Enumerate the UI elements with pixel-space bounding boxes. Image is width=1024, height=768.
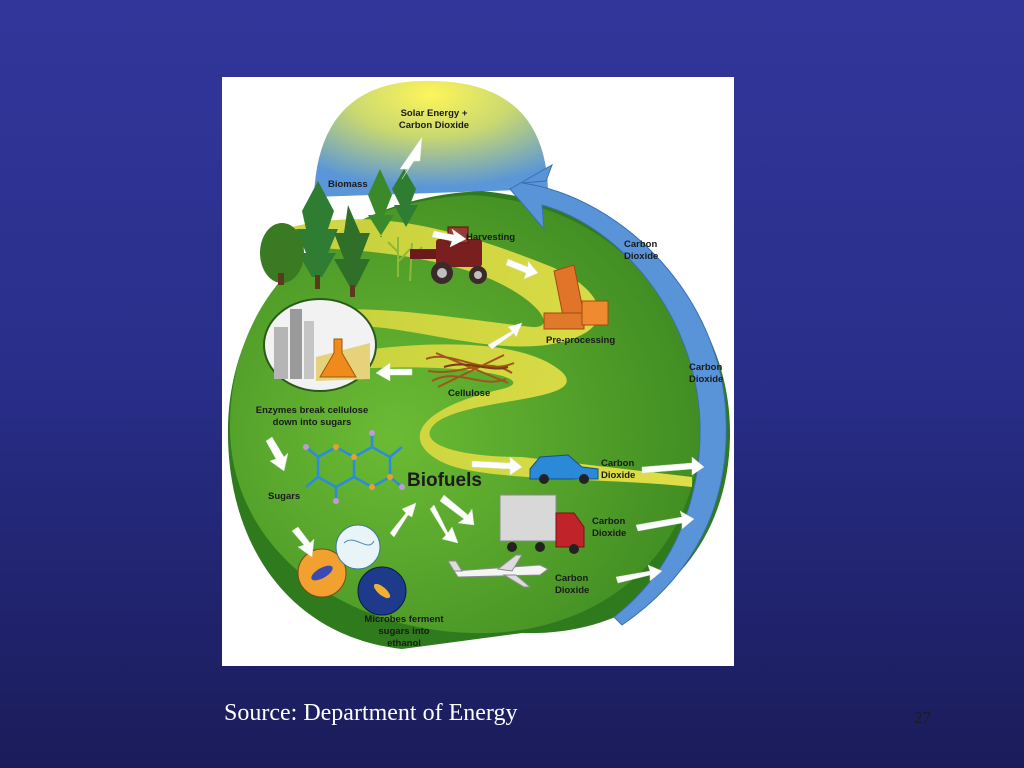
label-co2-truck-line1: Carbon: [592, 516, 626, 527]
winding-path: [275, 219, 692, 487]
label-solar-energy-line2: Carbon Dioxide: [398, 120, 470, 131]
label-solar-energy: Solar Energy + Carbon Dioxide: [382, 108, 486, 132]
diagram-artwork: [227, 80, 731, 649]
cellulose-fibers-icon: [425, 352, 515, 388]
label-enzymes-line2: down into sugars: [272, 417, 352, 428]
co2-return-arrow: [509, 163, 727, 626]
label-co2-truck: Carbon Dioxide: [592, 516, 626, 540]
label-sugars: Sugars: [268, 491, 301, 502]
label-co2-car-line1: Carbon: [601, 458, 635, 469]
source-citation: Source: Department of Energy: [224, 700, 518, 726]
truck-icon: [499, 494, 585, 554]
label-co2-loop-top-line1: Carbon: [624, 239, 658, 250]
process-arrows: [265, 136, 705, 584]
label-microbes-line1: Microbes ferment: [364, 614, 444, 625]
label-cellulose: Cellulose: [448, 388, 491, 399]
label-co2-loop-top: Carbon Dioxide: [624, 239, 658, 263]
label-microbes-line3: ethanol: [387, 638, 421, 649]
sugar-atoms-icon: [333, 444, 393, 490]
label-co2-plane: Carbon Dioxide: [555, 573, 589, 597]
microbes-icon: [297, 524, 407, 616]
label-enzymes: Enzymes break cellulose down into sugars: [242, 405, 382, 429]
label-biomass: Biomass: [328, 179, 368, 190]
label-enzymes-line1: Enzymes break cellulose: [255, 405, 369, 416]
label-co2-car-line2: Dioxide: [601, 470, 636, 481]
label-microbes-line2: sugars into: [378, 626, 430, 637]
label-co2-loop-mid-line1: Carbon: [689, 362, 723, 373]
label-co2-plane-line1: Carbon: [555, 573, 589, 584]
label-biofuels: Biofuels: [407, 470, 482, 491]
label-co2-car: Carbon Dioxide: [601, 458, 635, 482]
preprocessing-machine-icon: [543, 264, 609, 330]
label-preprocessing: Pre-processing: [546, 335, 616, 346]
biofuel-cycle-diagram: Solar Energy + Carbon Dioxide Biomass Ha…: [222, 77, 734, 666]
label-co2-loop-mid: Carbon Dioxide: [689, 362, 723, 386]
car-icon: [529, 454, 599, 484]
label-co2-loop-mid-line2: Dioxide: [689, 374, 724, 385]
label-co2-truck-line2: Dioxide: [592, 528, 627, 539]
label-microbes: Microbes ferment sugars into ethanol: [354, 614, 454, 650]
label-co2-plane-line2: Dioxide: [555, 585, 590, 596]
biorefinery-icon: [263, 298, 377, 392]
label-solar-energy-line1: Solar Energy +: [400, 108, 468, 119]
trees-icon: [260, 169, 418, 297]
airplane-icon: [447, 554, 549, 588]
label-co2-loop-top-line2: Dioxide: [624, 251, 659, 262]
sky-dome: [314, 80, 548, 197]
page-number: 27: [914, 708, 931, 727]
label-harvesting: Harvesting: [466, 232, 516, 243]
